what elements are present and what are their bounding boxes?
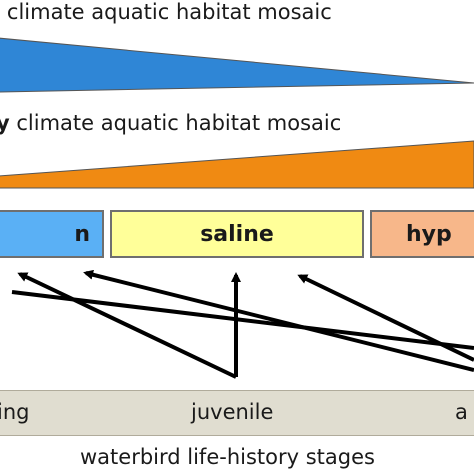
habitat-label-saline: saline <box>200 221 274 247</box>
arrow-adult-to-fresh <box>83 269 474 372</box>
middle-climate-wedge <box>0 140 474 189</box>
stage-label-juvenile: juvenile <box>191 400 274 424</box>
arrow-juvenile-to-fresh <box>17 272 237 379</box>
habitat-label-hyper: hyp <box>406 221 452 247</box>
top-climate-heading: t climate aquatic habitat mosaic <box>0 2 332 23</box>
middle-climate-heading: y climate aquatic habitat mosaic <box>0 113 341 134</box>
top-climate-wedge <box>0 37 474 93</box>
habitat-box-fresh: n <box>0 210 104 258</box>
top-climate-heading-text: t climate aquatic habitat mosaic <box>0 0 332 24</box>
habitat-label-fresh: n <box>74 221 90 247</box>
life-history-stages-bar: ing juvenile a <box>0 390 474 436</box>
stage-label-left: ing <box>0 400 30 424</box>
middle-climate-heading-text: climate aquatic habitat mosaic <box>9 111 342 135</box>
stage-label-right: a <box>455 400 468 424</box>
habitat-box-saline: saline <box>110 210 364 258</box>
arrow-extra-left <box>11 290 474 350</box>
habitat-box-hyper: hyp <box>370 210 474 258</box>
middle-climate-heading-bold: y <box>0 111 10 135</box>
stages-caption: waterbird life-history stages <box>80 445 375 469</box>
